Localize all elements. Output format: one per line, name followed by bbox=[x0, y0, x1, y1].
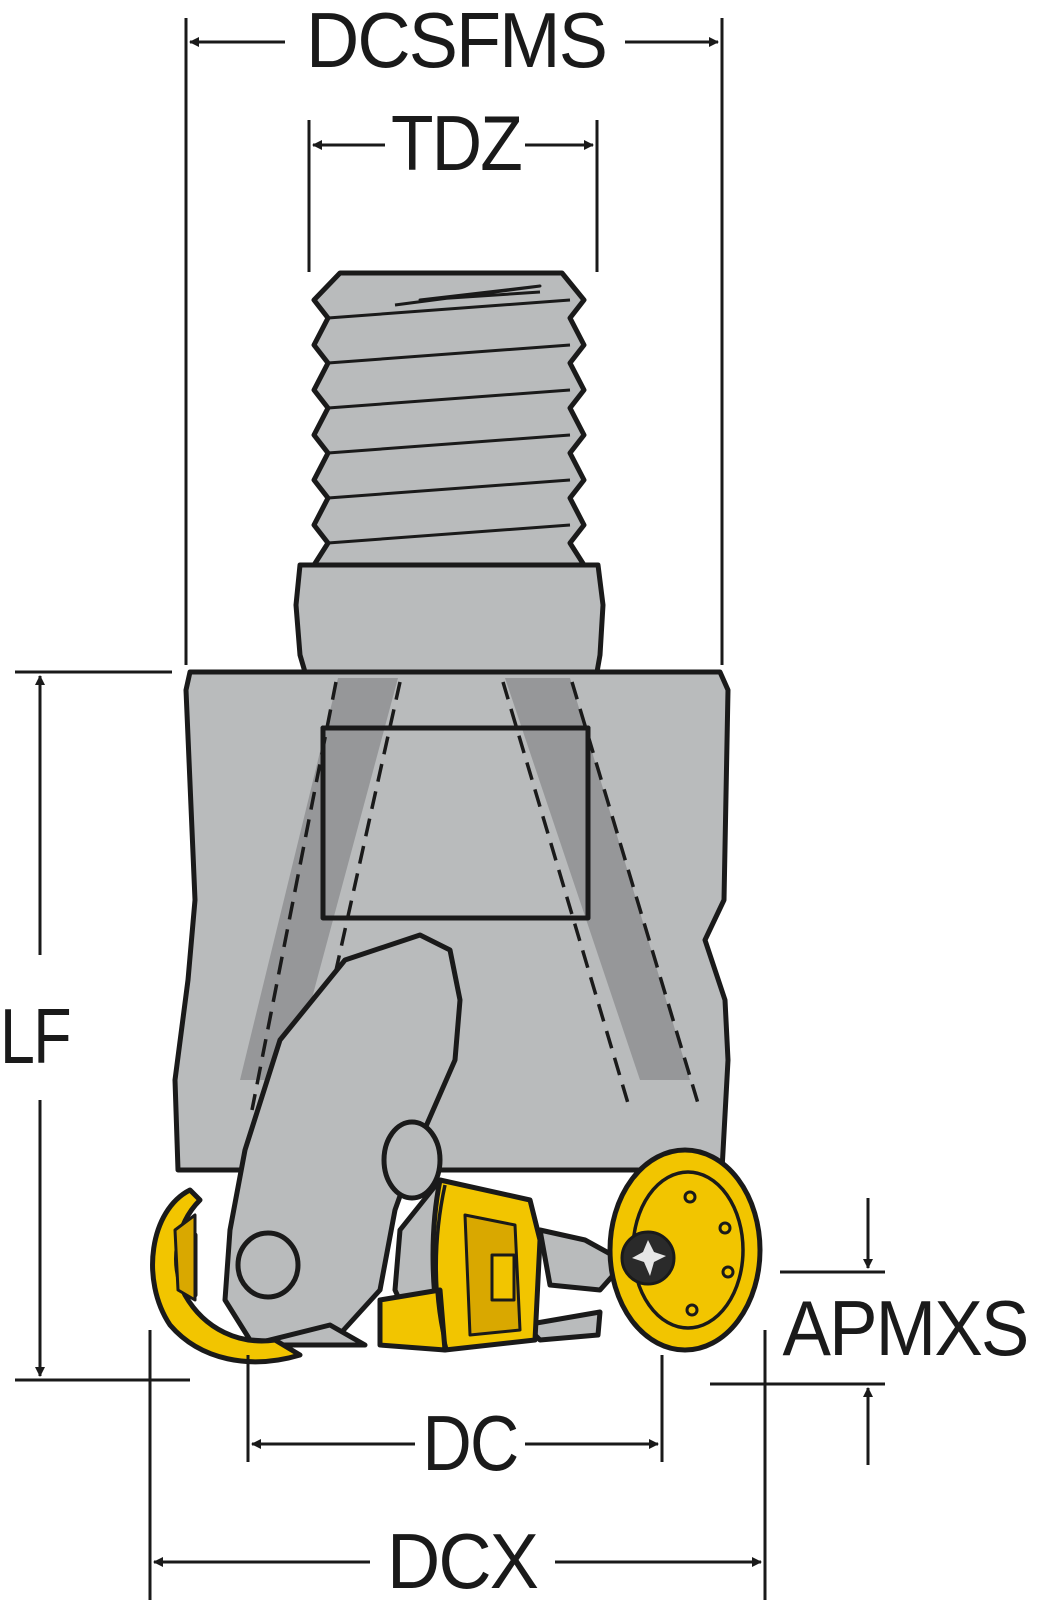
threaded-shank bbox=[293, 270, 606, 675]
thread-profile bbox=[311, 270, 587, 568]
insert-center bbox=[377, 1177, 543, 1353]
dimension-lines bbox=[15, 18, 885, 1600]
insert-left bbox=[150, 1187, 303, 1365]
coolant-channel-left bbox=[240, 678, 398, 1080]
label-dc: DC bbox=[423, 1399, 518, 1487]
label-dcsfms: DCSFMS bbox=[306, 0, 606, 84]
label-apmxs: APMXS bbox=[783, 1284, 1028, 1372]
shank-neck bbox=[293, 562, 606, 675]
insert-right bbox=[607, 1147, 763, 1353]
cutter-body bbox=[172, 669, 731, 1173]
insert-screw-boss bbox=[235, 1230, 301, 1300]
coolant-channel-right bbox=[505, 678, 690, 1080]
label-tdz: TDZ bbox=[391, 99, 521, 187]
label-dcx: DCX bbox=[387, 1517, 538, 1600]
label-lf: LF bbox=[0, 992, 70, 1080]
coolant-hole bbox=[381, 1119, 443, 1201]
thread-lines bbox=[327, 284, 571, 545]
